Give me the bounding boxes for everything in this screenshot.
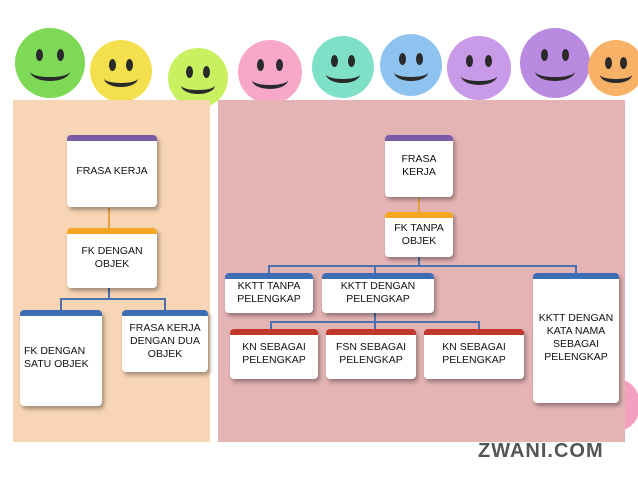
smiley-purple-icon xyxy=(447,36,511,100)
smiley-pink-icon xyxy=(238,40,302,104)
smiley-orange-icon xyxy=(588,40,638,96)
node-label: KN SEBAGAI PELENGKAP xyxy=(428,341,520,367)
left-leaf-b-node: FRASA KERJA DENGAN DUA OBJEK xyxy=(122,310,208,372)
node-label: KN SEBAGAI PELENGKAP xyxy=(234,341,314,367)
right-sub-c-node: KN SEBAGAI PELENGKAP xyxy=(424,329,524,379)
right-branch-b-node: KKTT DENGAN PELENGKAP xyxy=(322,273,434,313)
node-label: KKTT DENGAN PELENGKAP xyxy=(326,280,430,306)
smiley-purple-icon xyxy=(520,28,590,98)
left-root-node: FRASA KERJA xyxy=(67,135,157,207)
node-label: FK DENGAN OBJEK xyxy=(71,245,153,271)
connector xyxy=(374,313,376,321)
node-label: FK DENGAN SATU OBJEK xyxy=(24,345,98,371)
smiley-green-icon xyxy=(15,28,85,98)
node-label: KKTT DENGAN KATA NAMA SEBAGAI PELENGKAP xyxy=(537,312,615,364)
left-leaf-a-node: FK DENGAN SATU OBJEK xyxy=(20,310,102,406)
right-branch-c-node: KKTT DENGAN KATA NAMA SEBAGAI PELENGKAP xyxy=(533,273,619,403)
watermark-logo: ZWANI.COM xyxy=(478,440,604,463)
connector xyxy=(108,208,110,228)
connector xyxy=(60,298,62,310)
connector xyxy=(268,265,270,273)
connector xyxy=(374,265,376,273)
smiley-green-icon xyxy=(168,48,228,108)
node-label: FRASA KERJA DENGAN DUA OBJEK xyxy=(126,322,204,361)
smiley-blue-icon xyxy=(380,34,442,96)
connector xyxy=(575,265,577,273)
left-level1-node: FK DENGAN OBJEK xyxy=(67,228,157,288)
node-label: FK TANPA OBJEK xyxy=(389,222,449,248)
smiley-yellow-icon xyxy=(90,40,152,102)
connector xyxy=(108,288,110,298)
connector xyxy=(270,321,272,329)
right-sub-b-node: FSN SEBAGAI PELENGKAP xyxy=(326,329,416,379)
connector xyxy=(418,257,420,265)
connector xyxy=(164,298,166,310)
smiley-teal-icon xyxy=(312,36,374,98)
node-label: FSN SEBAGAI PELENGKAP xyxy=(330,341,412,367)
right-branch-a-node: KKTT TANPA PELENGKAP xyxy=(225,273,313,313)
connector xyxy=(60,298,165,300)
right-root-node: FRASA KERJA xyxy=(385,135,453,197)
right-level1-node: FK TANPA OBJEK xyxy=(385,212,453,257)
node-label: FRASA KERJA xyxy=(389,153,449,179)
connector xyxy=(478,321,480,329)
connector xyxy=(374,321,376,329)
node-label: KKTT TANPA PELENGKAP xyxy=(229,280,309,306)
node-label: FRASA KERJA xyxy=(76,165,147,178)
connector xyxy=(268,265,576,267)
right-sub-a-node: KN SEBAGAI PELENGKAP xyxy=(230,329,318,379)
connector xyxy=(418,198,420,212)
